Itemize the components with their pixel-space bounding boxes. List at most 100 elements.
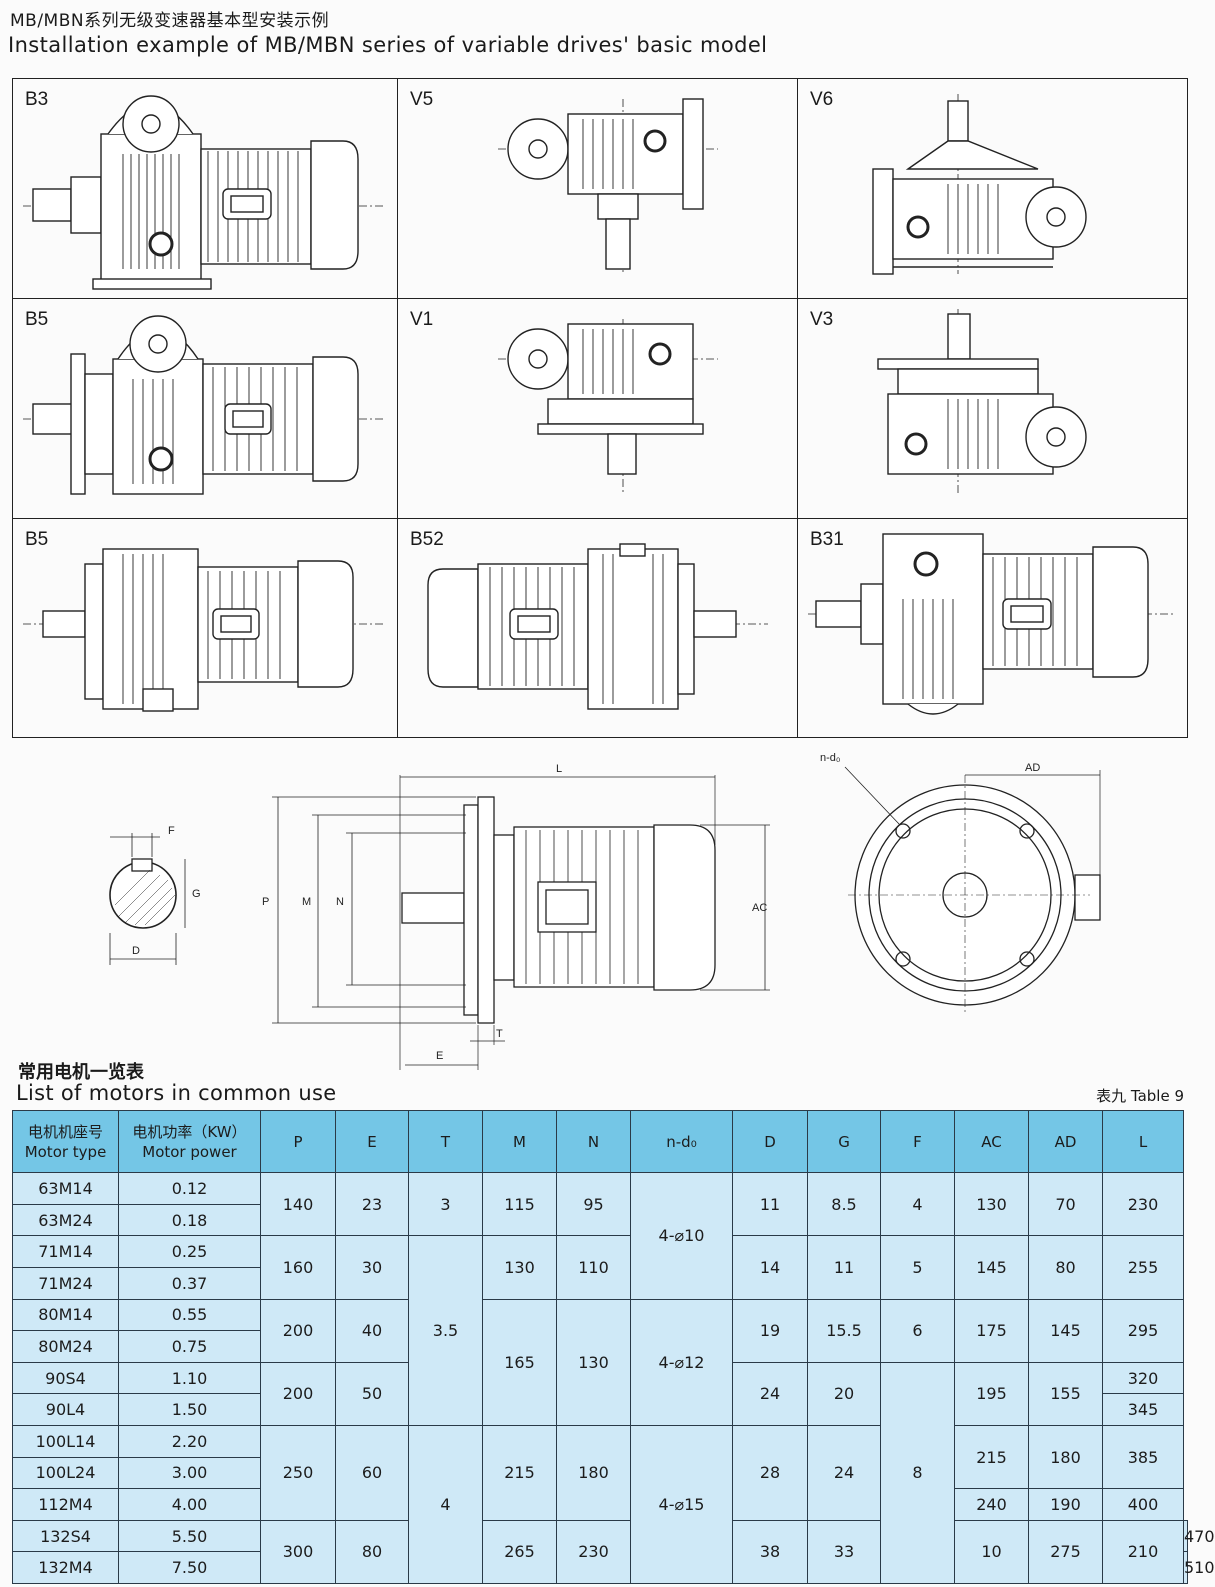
- table-title-cn: 常用电机一览表: [18, 1062, 144, 1083]
- table-row: 100L14 2.20 250 60 4 215 180 4-⌀15 28 24…: [12, 1424, 1188, 1585]
- cell-l: 230: [1102, 1172, 1184, 1237]
- mounting-v6-cell: V6: [798, 79, 1187, 299]
- mounting-b52-cell: B52: [398, 519, 798, 737]
- cell-p: 140: [260, 1172, 336, 1237]
- cell-type: 100L24: [12, 1456, 119, 1490]
- cell-g: 8.5: [807, 1172, 881, 1237]
- cell-m: 165: [482, 1298, 557, 1426]
- flange-front-view: [844, 766, 1101, 1015]
- cell-n: 130: [556, 1298, 631, 1426]
- cell-type: 80M24: [12, 1330, 119, 1363]
- cell-l: 385: [1102, 1424, 1184, 1490]
- cell-g: 33: [807, 1519, 881, 1585]
- mounting-v1-cell: V1: [398, 299, 798, 519]
- cell-power: 5.50: [118, 1519, 261, 1553]
- dim-label-ad: AD: [1025, 762, 1040, 774]
- cell-ac: 145: [954, 1235, 1029, 1300]
- mounting-v5-cell: V5: [398, 79, 798, 299]
- dim-label-nd: n-d₀: [820, 752, 840, 764]
- cell-ad: 70: [1028, 1172, 1103, 1237]
- mounting-v5-label: V5: [410, 89, 434, 110]
- table-row: 71M24 0.37: [12, 1266, 1188, 1300]
- dimension-drawings: F G D L P M N AC E T: [109, 752, 1101, 1070]
- cell-f: 6: [880, 1298, 955, 1363]
- cell-ad: 145: [1028, 1298, 1103, 1363]
- dim-label-m: M: [302, 896, 311, 908]
- header-f: F: [880, 1109, 955, 1174]
- cell-m: 215: [482, 1424, 557, 1521]
- cell-type: 71M14: [12, 1235, 119, 1268]
- cell-d: 14: [732, 1235, 808, 1300]
- cell-ac: 240: [954, 1488, 1029, 1521]
- cell-type: 90L4: [12, 1393, 119, 1426]
- cell-nd: 4-⌀15: [630, 1424, 733, 1585]
- mounting-v6-drawing: [872, 94, 1087, 275]
- header-p: P: [260, 1109, 336, 1174]
- cell-t: 4: [408, 1424, 483, 1585]
- cell-ad: 210: [1102, 1519, 1184, 1585]
- header-t: T: [408, 1109, 483, 1174]
- cell-e: 80: [335, 1519, 409, 1585]
- cell-f: 5: [880, 1235, 955, 1300]
- header-motor-power: 电机功率（KW）Motor power: [118, 1109, 261, 1174]
- cell-e: 30: [335, 1235, 409, 1300]
- cell-p: 250: [260, 1424, 336, 1521]
- cell-power: 2.20: [118, 1424, 261, 1458]
- cell-d: 28: [732, 1424, 808, 1521]
- header-ad: AD: [1028, 1109, 1103, 1174]
- cell-d: 11: [732, 1172, 808, 1237]
- cell-e: 23: [335, 1172, 409, 1237]
- cell-d: 24: [732, 1361, 808, 1426]
- table-row: 90L4 1.50 345: [12, 1393, 1188, 1426]
- cell-p: 200: [260, 1298, 336, 1363]
- cell-m: 265: [482, 1519, 557, 1585]
- dim-label-n: N: [336, 896, 344, 908]
- cell-power: 0.37: [118, 1266, 261, 1300]
- mounting-b52-drawing: [427, 543, 768, 710]
- cell-type: 132M4: [12, 1551, 119, 1584]
- table-row: 100L24 3.00: [12, 1456, 1188, 1490]
- table-row: 132M4 7.50 510: [12, 1551, 1215, 1584]
- cell-l: 345: [1102, 1393, 1184, 1426]
- mounting-v3-cell: V3: [798, 299, 1187, 519]
- cell-l: 470: [1183, 1519, 1215, 1553]
- mounting-b31-label: B31: [810, 529, 844, 550]
- cell-g: 15.5: [807, 1298, 881, 1363]
- table-title-en: List of motors in common use: [16, 1081, 337, 1105]
- mounting-b3-drawing: [23, 95, 383, 290]
- mounting-grid: B3 V5: [12, 78, 1188, 738]
- cell-d: 38: [732, 1519, 808, 1585]
- cell-e: 50: [335, 1361, 409, 1426]
- cell-l: 510: [1183, 1551, 1215, 1584]
- cell-ac: 130: [954, 1172, 1029, 1237]
- cell-n: 230: [556, 1519, 631, 1585]
- mounting-v6-label: V6: [810, 89, 834, 110]
- cell-l: 320: [1102, 1361, 1184, 1395]
- cell-ac: 175: [954, 1298, 1029, 1363]
- cell-nd: 4-⌀10: [630, 1172, 733, 1300]
- mounting-v1-label: V1: [410, 309, 434, 330]
- cell-p: 300: [260, 1519, 336, 1585]
- dim-label-ac: AC: [752, 902, 767, 914]
- header-l: L: [1102, 1109, 1184, 1174]
- cell-power: 1.50: [118, 1393, 261, 1426]
- cell-nd: 4-⌀12: [630, 1298, 733, 1426]
- cell-n: 180: [556, 1424, 631, 1521]
- page-title-en: Installation example of MB/MBN series of…: [8, 33, 768, 57]
- dim-label-g: G: [192, 888, 201, 900]
- table-row: 112M4 4.00 240 190 400: [12, 1488, 1188, 1521]
- cell-n: 110: [556, 1235, 631, 1300]
- mounting-v3-drawing: [877, 309, 1087, 494]
- cell-ad: 180: [1028, 1424, 1103, 1490]
- mounting-b5a-cell: B5: [13, 299, 398, 519]
- cell-power: 0.55: [118, 1298, 261, 1332]
- mounting-b5a-drawing: [23, 315, 383, 495]
- cell-l: 400: [1102, 1488, 1184, 1521]
- shaft-section-view: [109, 833, 186, 965]
- dim-label-f: F: [168, 825, 175, 837]
- cell-type: 100L14: [12, 1424, 119, 1458]
- header-n: N: [556, 1109, 631, 1174]
- header-d: D: [732, 1109, 808, 1174]
- dim-label-e: E: [436, 1050, 443, 1062]
- cell-e: 40: [335, 1298, 409, 1363]
